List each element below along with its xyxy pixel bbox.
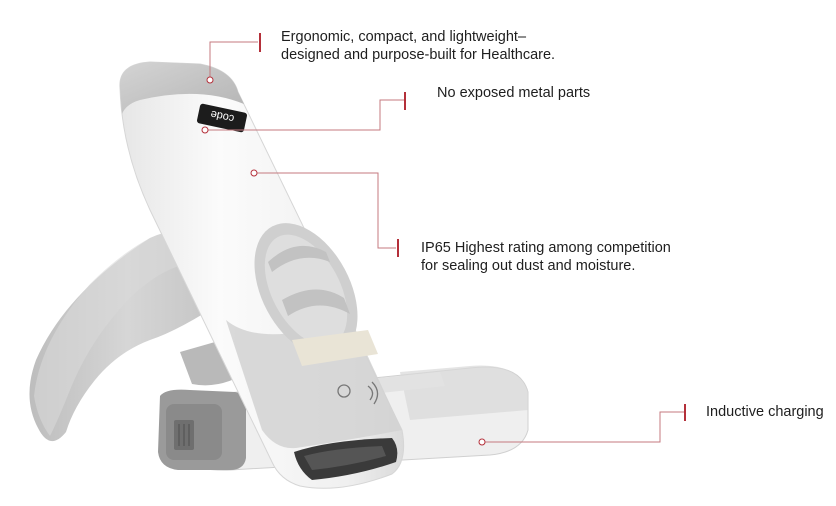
callout-no-metal-line-1: No exposed metal parts [437,85,591,101]
callout-ergonomic-line-1: Ergonomic, compact, and lightweight– [281,29,527,45]
callout-lines [201,33,686,446]
callout-inductive-line-1: Inductive charging [706,404,824,420]
callout-ip65: IP65 Highest rating among competition fo… [421,239,671,275]
callout-no-metal: No exposed metal parts [437,84,590,102]
brand-logo: code [209,108,235,125]
callout-ergonomic-line-2: designed and purpose-built for Healthcar… [281,47,556,63]
callout-ip65-line-2: for sealing out dust and moisture. [421,258,636,274]
scanner-body: code [119,61,405,489]
callout-ergonomic: Ergonomic, compact, and lightweight– des… [281,28,555,64]
callout-inductive: Inductive charging [706,403,824,421]
callout-ip65-line-1: IP65 Highest rating among competition [421,240,671,256]
